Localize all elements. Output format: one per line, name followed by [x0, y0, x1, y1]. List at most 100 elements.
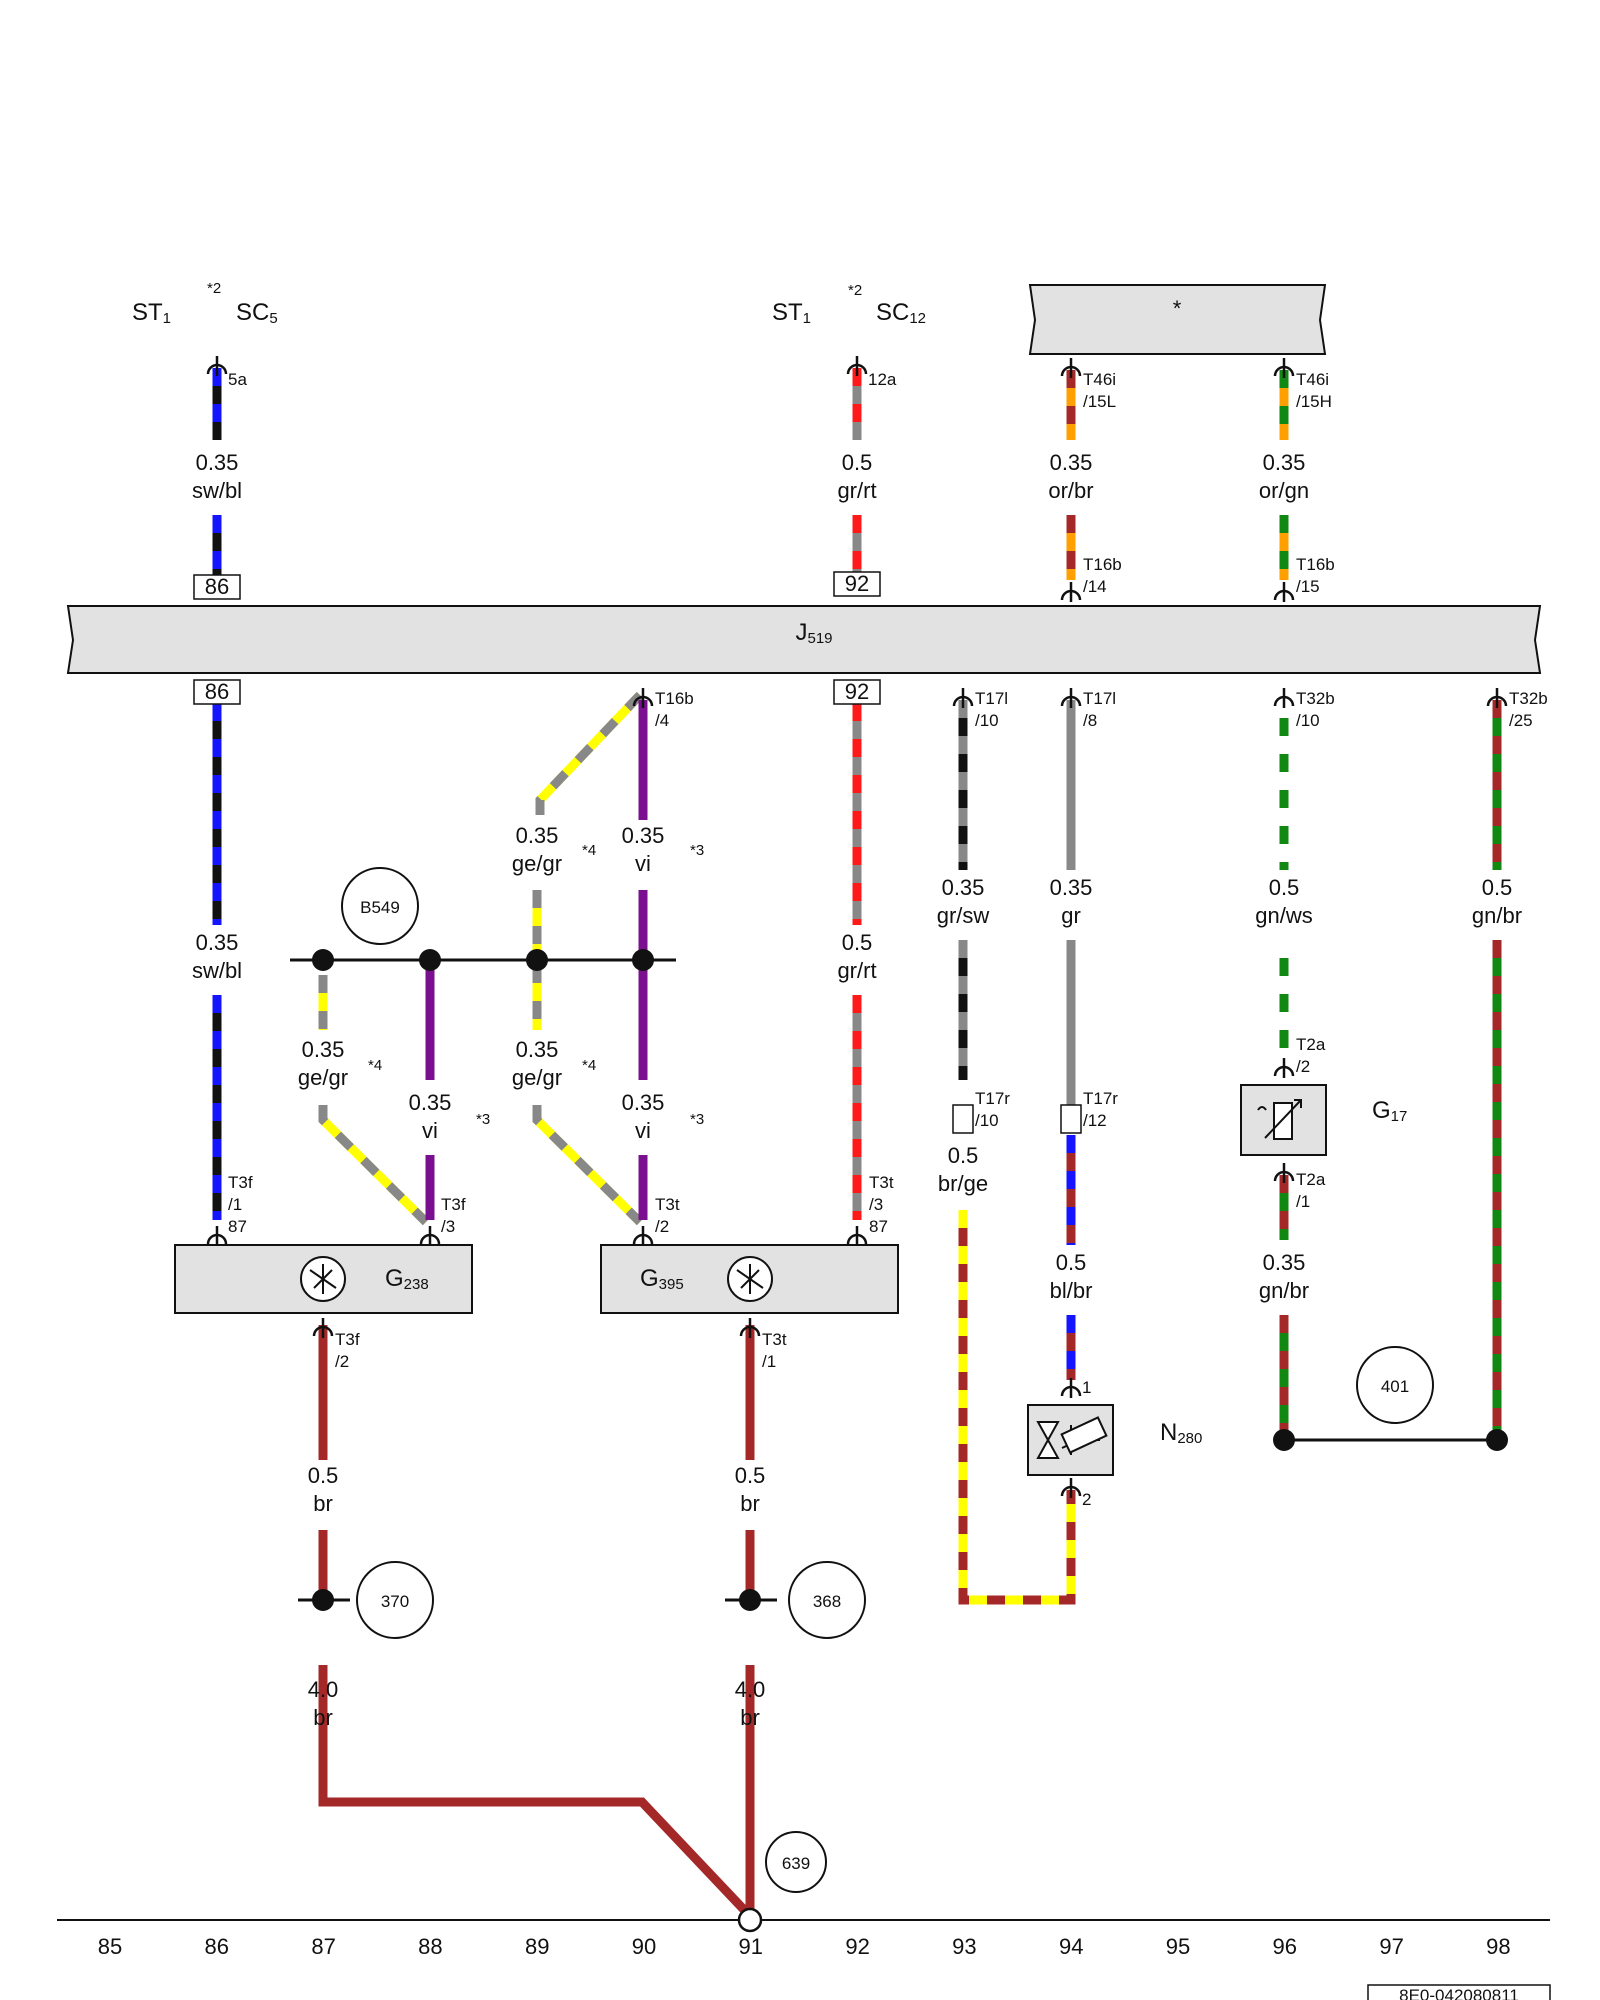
wire-label-size: 0.35 — [622, 1090, 665, 1115]
wire-label-size: 0.5 — [1269, 875, 1300, 900]
wire-label-size: 0.35 — [1050, 875, 1093, 900]
column-number: 89 — [525, 1934, 549, 1959]
wire-base — [318, 1665, 752, 1918]
svg-text:T16b: T16b — [1296, 555, 1335, 574]
column-number: 94 — [1059, 1934, 1083, 1959]
wire-base — [532, 1105, 644, 1226]
ground-401-circle — [1356, 1346, 1434, 1424]
fuse-st1-sc5: ST1 *2 SC5 — [132, 280, 278, 327]
splice-b549-node-3 — [526, 949, 548, 971]
svg-text:87: 87 — [228, 1217, 247, 1236]
splice-b549-node-1 — [312, 949, 334, 971]
svg-text:T46i: T46i — [1296, 370, 1329, 389]
column-number: 92 — [845, 1934, 869, 1959]
svg-text:T2a: T2a — [1296, 1170, 1326, 1189]
splice-b549-node-2 — [419, 949, 441, 971]
wire-label-color: vi — [422, 1118, 438, 1143]
terminal-boxes: 86 92 86 92 — [193, 571, 881, 705]
svg-text:T3f: T3f — [335, 1330, 360, 1349]
wire-label-size: 0.5 — [1482, 875, 1513, 900]
control-unit-j519 — [66, 605, 1542, 674]
svg-text:T3f: T3f — [441, 1195, 466, 1214]
terminal-92-top — [833, 571, 881, 597]
svg-text:1: 1 — [1082, 1378, 1091, 1397]
svg-text:92: 92 — [845, 571, 869, 596]
svg-text:/15L: /15L — [1083, 392, 1116, 411]
wire-label-color: gn/br — [1259, 1278, 1309, 1303]
wire-label-size: 0.35 — [1263, 1250, 1306, 1275]
splice-370-label: 370 — [381, 1592, 409, 1611]
terminal-86-top — [193, 574, 241, 600]
wire-label-color: sw/bl — [192, 478, 242, 503]
column-number: 91 — [739, 1934, 763, 1959]
sensor-g238-label: G238 — [385, 1265, 429, 1293]
wire-label-size: 0.5 — [842, 450, 873, 475]
svg-text:T3t: T3t — [762, 1330, 787, 1349]
connector-t17r-10 — [952, 1104, 974, 1134]
valve-n280-label: N280 — [1160, 1419, 1202, 1447]
svg-text:86: 86 — [205, 574, 229, 599]
wire-label-color: vi — [635, 851, 651, 876]
svg-text:/2: /2 — [335, 1352, 349, 1371]
wire-label-size: 0.5 — [1056, 1250, 1087, 1275]
svg-text:/3: /3 — [869, 1195, 883, 1214]
wire-label-note: *3 — [690, 842, 704, 859]
svg-text:*2: *2 — [848, 282, 862, 299]
wire-label-note: *4 — [368, 1057, 382, 1074]
wire-base — [535, 691, 644, 815]
svg-text:/15H: /15H — [1296, 392, 1332, 411]
wire-label-size: 0.35 — [409, 1090, 452, 1115]
wire-label-size: 0.35 — [942, 875, 985, 900]
column-number: 96 — [1273, 1934, 1297, 1959]
column-number: 87 — [311, 1934, 335, 1959]
wire-label-size: 0.35 — [196, 930, 239, 955]
doc-id-box — [1367, 1984, 1551, 2000]
wire-label-note: *4 — [582, 1057, 596, 1074]
doc-id: 8E0-042080811 — [1399, 1986, 1519, 2000]
wire-label-size: 0.35 — [516, 1037, 559, 1062]
wire-label-color: sw/bl — [192, 958, 242, 983]
sensor-g17-resistor — [1273, 1102, 1293, 1140]
wire-labels: 0.35 sw/bl 0.5 gr/rt 0.35 or/br 0.35 or/… — [192, 450, 1522, 1730]
svg-text:T3t: T3t — [655, 1195, 680, 1214]
splice-370-node — [312, 1589, 334, 1611]
wire-label-note: *4 — [582, 842, 596, 859]
svg-text:2: 2 — [1082, 1490, 1091, 1509]
wire-label-size: 0.35 — [622, 823, 665, 848]
wire-label-color: bl/br — [1050, 1278, 1093, 1303]
svg-text:T16b: T16b — [1083, 555, 1122, 574]
svg-text:/10: /10 — [975, 1111, 999, 1130]
wire-stripe — [535, 691, 644, 815]
wire-label-color: br — [740, 1491, 760, 1516]
column-number: 88 — [418, 1934, 442, 1959]
ground-point — [737, 1907, 763, 1933]
column-number: 85 — [98, 1934, 122, 1959]
valve-n280-coil — [1060, 1416, 1108, 1454]
wire-label-color: or/gn — [1259, 478, 1309, 503]
svg-text:SC5: SC5 — [236, 299, 278, 327]
connector-pins — [206, 356, 1508, 1498]
wire-label-note: *3 — [476, 1111, 490, 1128]
terminal-86-bottom — [193, 679, 241, 705]
svg-text:/15: /15 — [1296, 577, 1320, 596]
wire-label-color: gn/ws — [1255, 903, 1312, 928]
wire-label-color: br/ge — [938, 1171, 988, 1196]
wire-label-color: ge/gr — [512, 1065, 562, 1090]
wire-label-note: *3 — [690, 1111, 704, 1128]
svg-text:/10: /10 — [975, 711, 999, 730]
svg-text:T3f: T3f — [228, 1173, 253, 1192]
wire-label-color: br — [740, 1705, 760, 1730]
wire-label-color: gr — [1061, 903, 1081, 928]
wire-label-color: gr/rt — [837, 478, 876, 503]
splice-368-label: 368 — [813, 1592, 841, 1611]
wire-label-color: or/br — [1048, 478, 1093, 503]
splice-b549-circle — [341, 867, 419, 945]
wire-label-size: 4.0 — [735, 1677, 766, 1702]
svg-text:/8: /8 — [1083, 711, 1097, 730]
svg-text:T32b: T32b — [1509, 689, 1548, 708]
terminal-92-bottom — [833, 679, 881, 705]
column-number: 93 — [952, 1934, 976, 1959]
wire-label-size: 0.5 — [308, 1463, 339, 1488]
svg-text:ST1: ST1 — [772, 299, 811, 327]
